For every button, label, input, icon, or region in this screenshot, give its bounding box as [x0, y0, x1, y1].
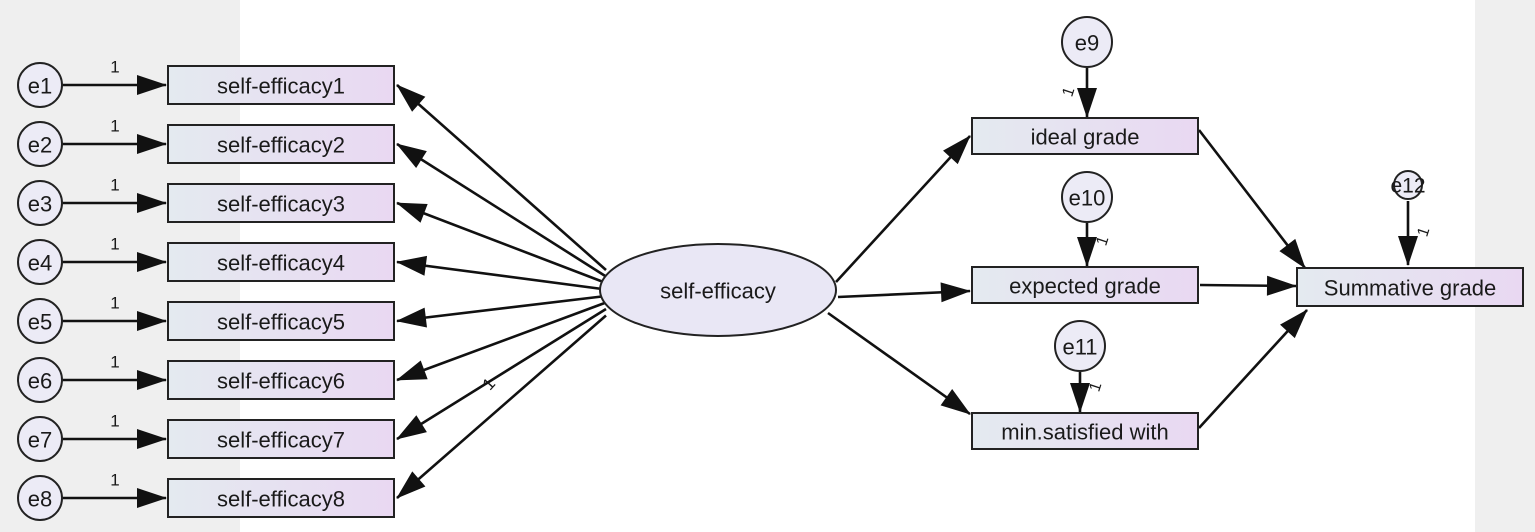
error-circle-e7 [17, 416, 63, 462]
indicator-box-2 [167, 124, 395, 164]
mediator-box-1-label: ideal grade [1031, 125, 1140, 150]
error-circle-e4-label: e4 [28, 251, 52, 276]
loading-path-6 [396, 301, 607, 382]
weight-label-e1: 1 [110, 58, 119, 77]
loading-path-2 [396, 142, 607, 278]
error-circle-e4 [17, 239, 63, 285]
indicator-box-3-label: self-efficacy3 [217, 192, 345, 217]
loading-path-8 [396, 314, 607, 499]
indicator-box-7 [167, 419, 395, 459]
loading-path-7 [396, 307, 607, 441]
loading-path-3 [396, 201, 607, 285]
indicator-box-2-label: self-efficacy2 [217, 133, 345, 158]
error-circle-e2 [17, 121, 63, 167]
indicator-box-6 [167, 360, 395, 400]
error-circle-e1 [17, 62, 63, 108]
error-circle-e9 [1061, 16, 1113, 68]
error-circle-e12-label: e12 [1390, 175, 1425, 198]
weight-label-e5: 1 [110, 294, 119, 313]
path-ideal-summative [1197, 129, 1307, 269]
error-circle-e6 [17, 357, 63, 403]
error-circle-e6-label: e6 [28, 369, 52, 394]
loading-path-1 [396, 84, 607, 271]
indicator-box-8-label: self-efficacy8 [217, 487, 345, 512]
weight-label-e11: 1 [1087, 380, 1106, 394]
indicator-box-5-label: self-efficacy5 [217, 310, 345, 335]
error-circle-e11 [1054, 320, 1106, 372]
error-circle-e5-label: e5 [28, 310, 52, 335]
mediator-box-2 [971, 266, 1199, 304]
outcome-box-label: Summative grade [1324, 276, 1496, 301]
weight-label-e9: 1 [1060, 85, 1079, 99]
error-circle-e5 [17, 298, 63, 344]
weight-label-e3: 1 [110, 176, 119, 195]
weight-label-e12: 1 [1415, 225, 1434, 239]
outcome-box [1296, 267, 1524, 307]
path-latent-expected [837, 282, 971, 303]
right-panel [1475, 0, 1535, 532]
error-circle-e11-label: e11 [1062, 335, 1097, 360]
indicator-box-1-label: self-efficacy1 [217, 74, 345, 99]
indicator-box-6-label: self-efficacy6 [217, 369, 345, 394]
weight-label-e6: 1 [110, 353, 119, 372]
mediator-box-1 [971, 117, 1199, 155]
error-circle-e10 [1061, 171, 1113, 223]
weight-label-e7: 1 [110, 412, 119, 431]
mediator-box-3-label: min.satisfied with [1001, 420, 1169, 445]
error-circle-e7-label: e7 [28, 428, 52, 453]
latent-ellipse [599, 243, 837, 337]
latent-ellipse-label: self-efficacy [660, 279, 776, 304]
error-circle-e12 [1393, 170, 1423, 200]
weight-label-e10: 1 [1094, 234, 1113, 248]
mediator-box-2-label: expected grade [1009, 274, 1161, 299]
weight-label-e4: 1 [110, 235, 119, 254]
path-expected-summative [1199, 275, 1297, 296]
error-circle-e1-label: e1 [28, 74, 52, 99]
error-circle-e10-label: e10 [1069, 186, 1106, 211]
error-circle-e3-label: e3 [28, 192, 52, 217]
path-latent-min [827, 311, 971, 416]
error-circle-e8-label: e8 [28, 487, 52, 512]
path-latent-ideal [835, 135, 971, 283]
error-circle-e3 [17, 180, 63, 226]
mediator-box-3 [971, 412, 1199, 450]
path-min-summative [1198, 309, 1308, 429]
indicator-box-7-label: self-efficacy7 [217, 428, 345, 453]
error-circle-e9-label: e9 [1075, 31, 1099, 56]
indicator-box-5 [167, 301, 395, 341]
indicator-box-8 [167, 478, 395, 518]
weight-label-e2: 1 [110, 117, 119, 136]
indicator-box-4 [167, 242, 395, 282]
weight-label-e8: 1 [110, 471, 119, 490]
error-circle-e8 [17, 475, 63, 521]
error-circle-e2-label: e2 [28, 133, 52, 158]
indicator-box-3 [167, 183, 395, 223]
loading-path-5 [396, 294, 607, 328]
indicator-box-4-label: self-efficacy4 [217, 251, 345, 276]
indicator-box-1 [167, 65, 395, 105]
loading-path-4 [396, 255, 607, 291]
